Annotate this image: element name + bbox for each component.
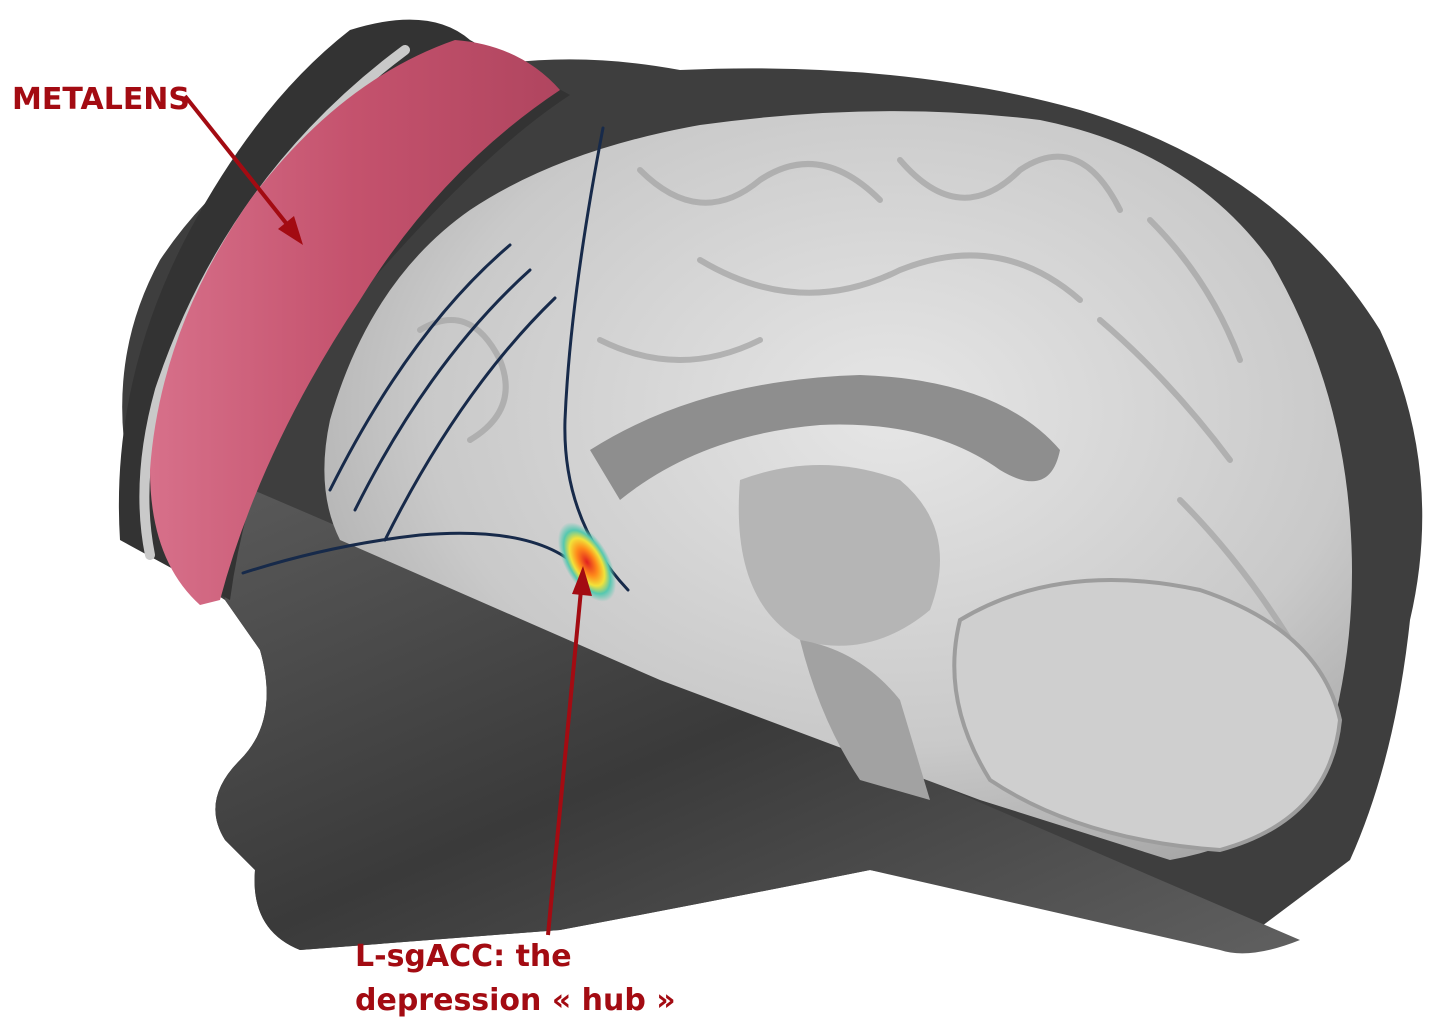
- target-label: L-sgACC: the depression « hub »: [355, 935, 676, 1023]
- target-label-line2: depression « hub »: [355, 979, 676, 1023]
- metalens-label: METALENS: [12, 78, 190, 122]
- target-label-line1: L-sgACC: the: [355, 935, 676, 979]
